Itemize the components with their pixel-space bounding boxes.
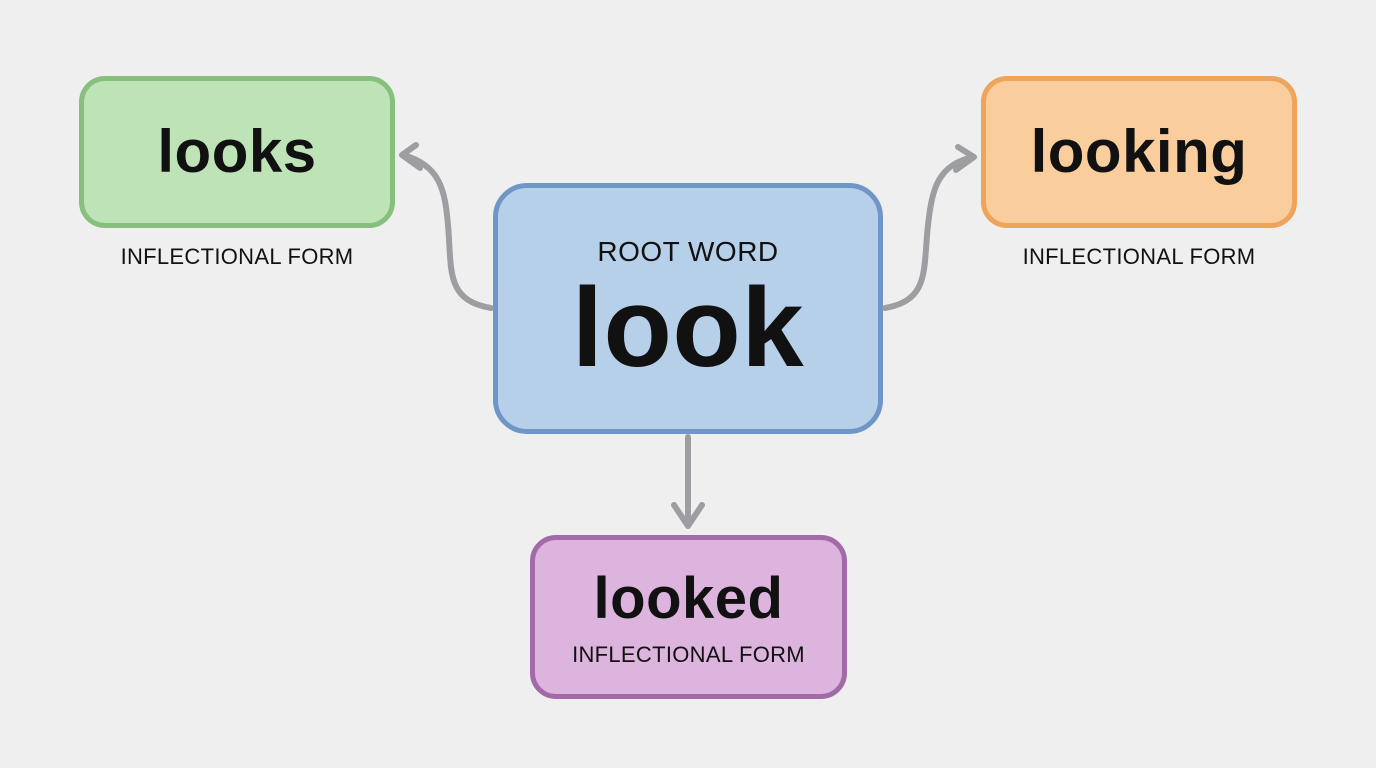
looks-form-caption: INFLECTIONAL FORM xyxy=(120,244,354,269)
looking-form-caption: INFLECTIONAL FORM xyxy=(1022,244,1256,269)
looks-form-word: looks xyxy=(157,118,317,185)
arrow-to-looks xyxy=(399,142,494,311)
arrow-to-looked-head xyxy=(671,502,705,529)
arrow-to-looking-line xyxy=(882,154,976,311)
looked-form-box: looked INFLECTIONAL FORM xyxy=(530,535,847,699)
root-word-box: ROOT WORD look xyxy=(493,183,883,434)
looks-form-box: looks xyxy=(79,76,395,228)
arrow-to-looked xyxy=(671,434,705,529)
arrow-to-looks-head xyxy=(399,142,423,171)
arrow-to-looks-line xyxy=(400,152,494,311)
looking-form-box: looking xyxy=(981,76,1297,228)
looking-form-word: looking xyxy=(1030,118,1248,185)
looked-form-word: looked xyxy=(593,566,784,631)
root-word-label: ROOT WORD xyxy=(597,235,779,267)
root-word: look xyxy=(571,264,805,390)
arrow-to-looking xyxy=(882,144,977,311)
looked-form-caption: INFLECTIONAL FORM xyxy=(572,642,805,667)
arrow-to-looking-head xyxy=(953,144,977,173)
